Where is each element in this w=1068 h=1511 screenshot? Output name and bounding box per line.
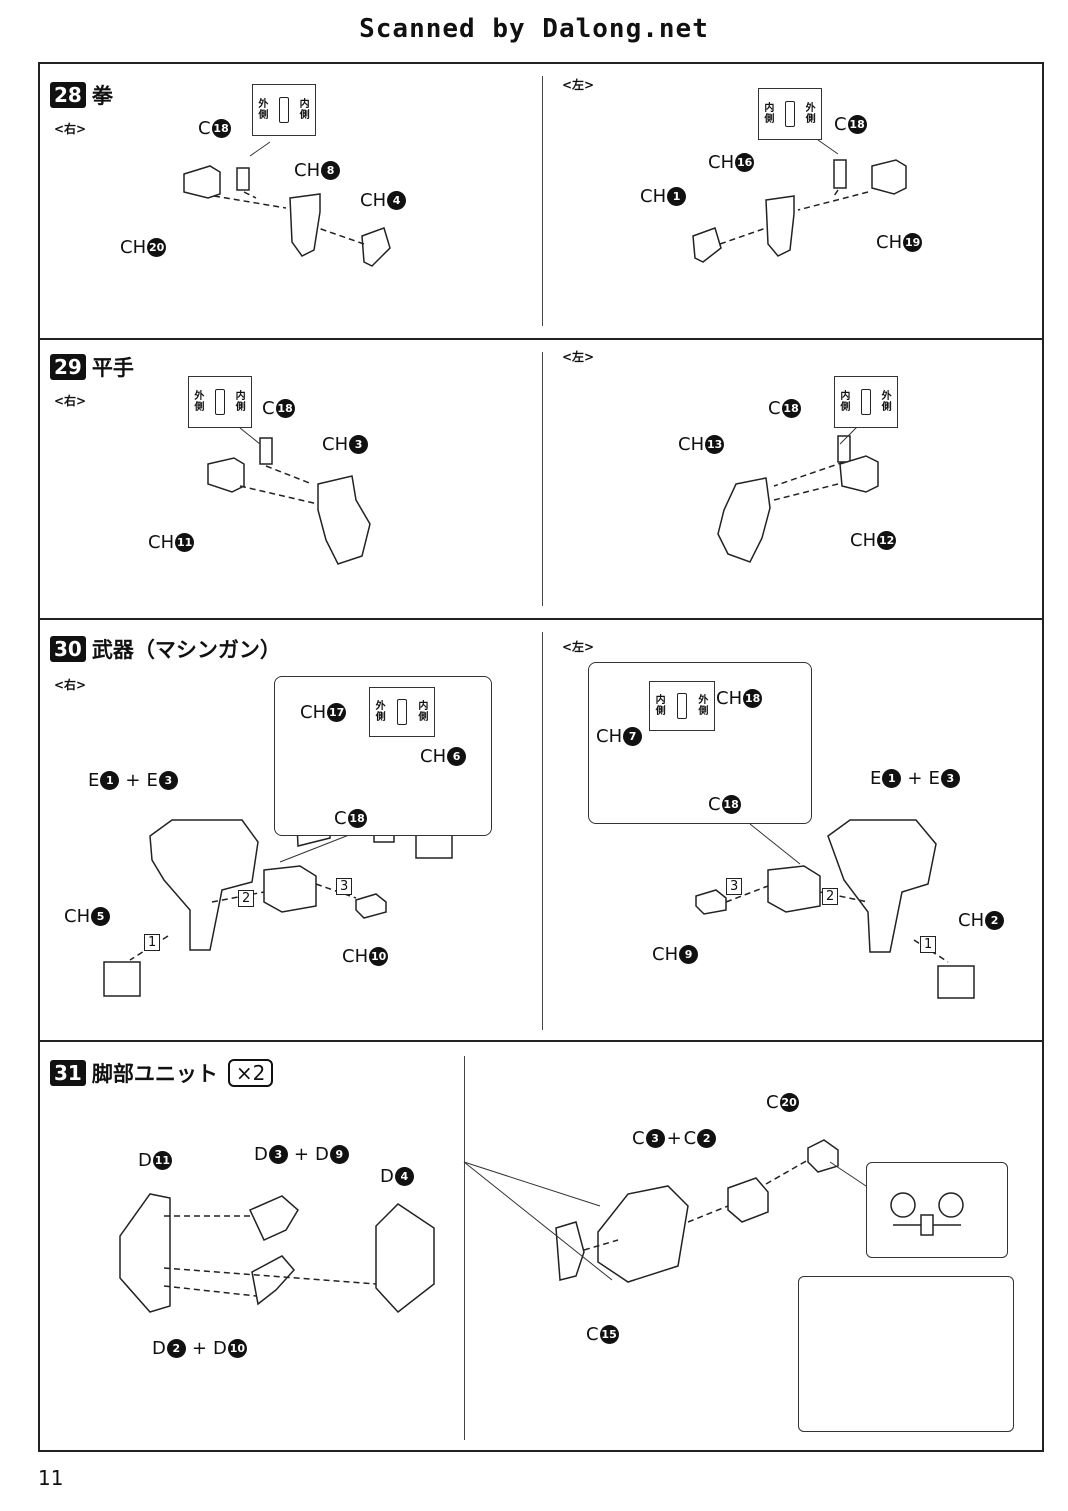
outer-label: 外 側 bbox=[194, 391, 205, 413]
inner-label: 内 側 bbox=[764, 103, 775, 125]
peg-icon bbox=[214, 389, 225, 415]
inner-label: 内 側 bbox=[299, 99, 310, 121]
step-29-title: 29 平手 bbox=[50, 352, 134, 382]
step-number: 29 bbox=[50, 354, 86, 380]
sequence-step: 3 bbox=[726, 878, 743, 895]
side-label-left: <左> bbox=[562, 640, 595, 654]
step-title: 平手 bbox=[91, 356, 134, 380]
orientation-box: 外 側 内 側 bbox=[252, 84, 316, 136]
step-31-title: 31 脚部ユニット ×2 bbox=[50, 1058, 274, 1088]
inner-label: 内 側 bbox=[418, 701, 429, 723]
side-label-left: <左> bbox=[562, 78, 595, 92]
outer-label: 外 側 bbox=[375, 701, 386, 723]
column-divider bbox=[464, 1056, 465, 1440]
connector-detail bbox=[866, 1162, 1008, 1258]
inner-label: 内 側 bbox=[840, 391, 851, 413]
side-label-right: <右> bbox=[54, 394, 87, 408]
step-30-title: 30 武器（マシンガン） bbox=[50, 634, 281, 664]
inner-label: 内 側 bbox=[235, 391, 246, 413]
instruction-frame bbox=[38, 62, 1044, 1452]
step-title: 武器（マシンガン） bbox=[91, 638, 281, 662]
sequence-step: 1 bbox=[144, 934, 161, 951]
outer-label: 外 側 bbox=[881, 391, 892, 413]
peg-icon bbox=[860, 389, 871, 415]
page-number: 11 bbox=[38, 1466, 64, 1490]
rotation-detail bbox=[798, 1276, 1014, 1432]
side-label-right: <右> bbox=[54, 678, 87, 692]
step-number: 31 bbox=[50, 1060, 86, 1086]
inner-label: 内 側 bbox=[655, 695, 666, 717]
step-number: 30 bbox=[50, 636, 86, 662]
orientation-box: 内 側 外 側 bbox=[649, 681, 715, 731]
column-divider bbox=[542, 76, 543, 326]
sequence-step: 3 bbox=[336, 878, 353, 895]
side-label-right: <右> bbox=[54, 122, 87, 136]
sequence-step: 1 bbox=[920, 936, 937, 953]
outer-label: 外 側 bbox=[805, 103, 816, 125]
step-title: 脚部ユニット bbox=[91, 1062, 218, 1086]
step-title: 拳 bbox=[91, 84, 113, 108]
peg-icon bbox=[278, 97, 289, 123]
orientation-box: 外 側 内 側 bbox=[188, 376, 252, 428]
sequence-step: 2 bbox=[822, 888, 839, 905]
side-label-left: <左> bbox=[562, 350, 595, 364]
orientation-box: 内 側 外 側 bbox=[834, 376, 898, 428]
scanner-banner: Scanned by Dalong.net bbox=[359, 14, 709, 44]
step-number: 28 bbox=[50, 82, 86, 108]
row-divider bbox=[40, 1040, 1042, 1042]
multiplier-badge: ×2 bbox=[227, 1059, 274, 1087]
peg-icon bbox=[784, 101, 795, 127]
peg-icon bbox=[396, 699, 407, 725]
orientation-box: 外 側 内 側 bbox=[369, 687, 435, 737]
outer-label: 外 側 bbox=[698, 695, 709, 717]
column-divider bbox=[542, 352, 543, 606]
sequence-step: 2 bbox=[238, 890, 255, 907]
step-28-title: 28 拳 bbox=[50, 80, 113, 110]
orientation-box: 内 側 外 側 bbox=[758, 88, 822, 140]
column-divider bbox=[542, 632, 543, 1030]
row-divider bbox=[40, 618, 1042, 620]
connector-icon bbox=[890, 1192, 964, 1236]
outer-label: 外 側 bbox=[258, 99, 269, 121]
peg-icon bbox=[676, 693, 687, 719]
row-divider bbox=[40, 338, 1042, 340]
